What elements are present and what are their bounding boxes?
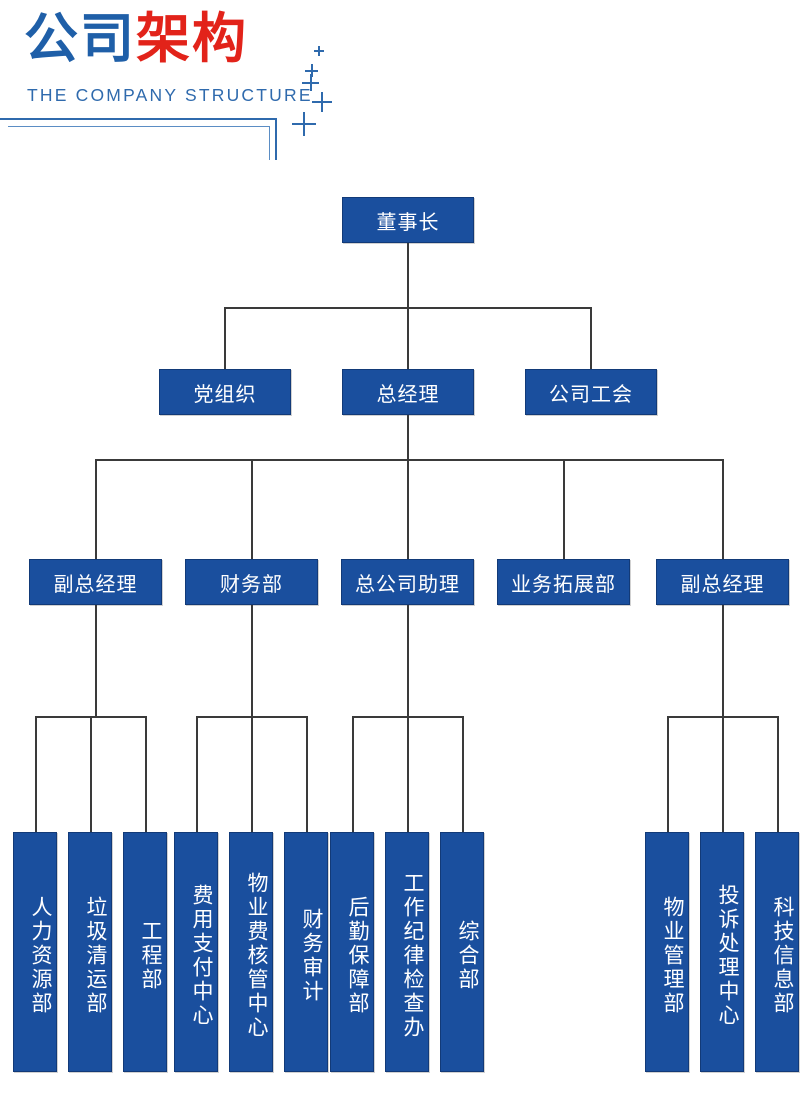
- connector-groupD-drop-1: [667, 716, 669, 832]
- node-chairman[interactable]: 董事长: [342, 197, 474, 243]
- connector-groupD-drop-3: [777, 716, 779, 832]
- connector-groupC-drop-3: [462, 716, 464, 832]
- node-payment-center[interactable]: 费用支付中心: [174, 832, 218, 1072]
- connector-drop-finance: [251, 459, 253, 559]
- node-property-fee-audit-center[interactable]: 物业费核管中心: [229, 832, 273, 1072]
- connector-chairman-trunk: [407, 243, 409, 307]
- page-subtitle: THE COMPANY STRUCTURE: [27, 85, 313, 105]
- connector-groupC-drop-2: [407, 716, 409, 832]
- connector-drop-hq-assistant: [407, 459, 409, 559]
- node-technology-information-department[interactable]: 科技信息部: [755, 832, 799, 1072]
- node-waste-removal-department[interactable]: 垃圾清运部: [68, 832, 112, 1072]
- node-logistics-support-department[interactable]: 后勤保障部: [330, 832, 374, 1072]
- connector-groupC-drop-1: [352, 716, 354, 832]
- node-work-discipline-inspection-office[interactable]: 工作纪律检查办: [385, 832, 429, 1072]
- page-header: 公司架构 THE COMPANY STRUCTURE: [0, 0, 800, 160]
- connector-groupA-drop-2: [90, 716, 92, 832]
- header-rule-outer: [0, 118, 277, 160]
- node-complaint-handling-center[interactable]: 投诉处理中心: [700, 832, 744, 1072]
- page-title-primary: 公司: [24, 7, 136, 70]
- node-general-affairs-department[interactable]: 综合部: [440, 832, 484, 1072]
- connector-drop-deputy-gm-right: [722, 459, 724, 559]
- connector-groupC-trunk: [407, 605, 409, 716]
- connector-groupA-drop-3: [145, 716, 147, 832]
- node-deputy-general-manager-left[interactable]: 副总经理: [29, 559, 162, 605]
- node-property-management-department[interactable]: 物业管理部: [645, 832, 689, 1072]
- connector-groupA-trunk: [95, 605, 97, 716]
- connector-groupD-drop-2: [722, 716, 724, 832]
- connector-drop-gm: [407, 307, 409, 369]
- page-title: 公司架构: [24, 12, 248, 66]
- node-headquarters-assistant[interactable]: 总公司助理: [341, 559, 474, 605]
- node-finance-department[interactable]: 财务部: [185, 559, 318, 605]
- connector-drop-union: [590, 307, 592, 369]
- connector-groupB-drop-1: [196, 716, 198, 832]
- connector-drop-party: [224, 307, 226, 369]
- header-rule-inner: [8, 126, 270, 160]
- node-business-development-department[interactable]: 业务拓展部: [497, 559, 630, 605]
- connector-groupA-drop-1: [35, 716, 37, 832]
- node-company-union[interactable]: 公司工会: [525, 369, 657, 415]
- connector-gm-trunk: [407, 415, 409, 459]
- node-general-manager[interactable]: 总经理: [342, 369, 474, 415]
- connector-groupB-drop-3: [306, 716, 308, 832]
- connector-groupD-trunk: [722, 605, 724, 716]
- page-title-accent: 架构: [136, 7, 248, 70]
- connector-drop-biz-dev: [563, 459, 565, 559]
- node-human-resources-department[interactable]: 人力资源部: [13, 832, 57, 1072]
- connector-groupB-drop-2: [251, 716, 253, 832]
- node-financial-audit[interactable]: 财务审计: [284, 832, 328, 1072]
- node-engineering-department[interactable]: 工程部: [123, 832, 167, 1072]
- connector-groupB-trunk: [251, 605, 253, 716]
- node-party-organization[interactable]: 党组织: [159, 369, 291, 415]
- connector-level3-bus: [95, 459, 723, 461]
- node-deputy-general-manager-right[interactable]: 副总经理: [656, 559, 789, 605]
- connector-drop-deputy-gm-left: [95, 459, 97, 559]
